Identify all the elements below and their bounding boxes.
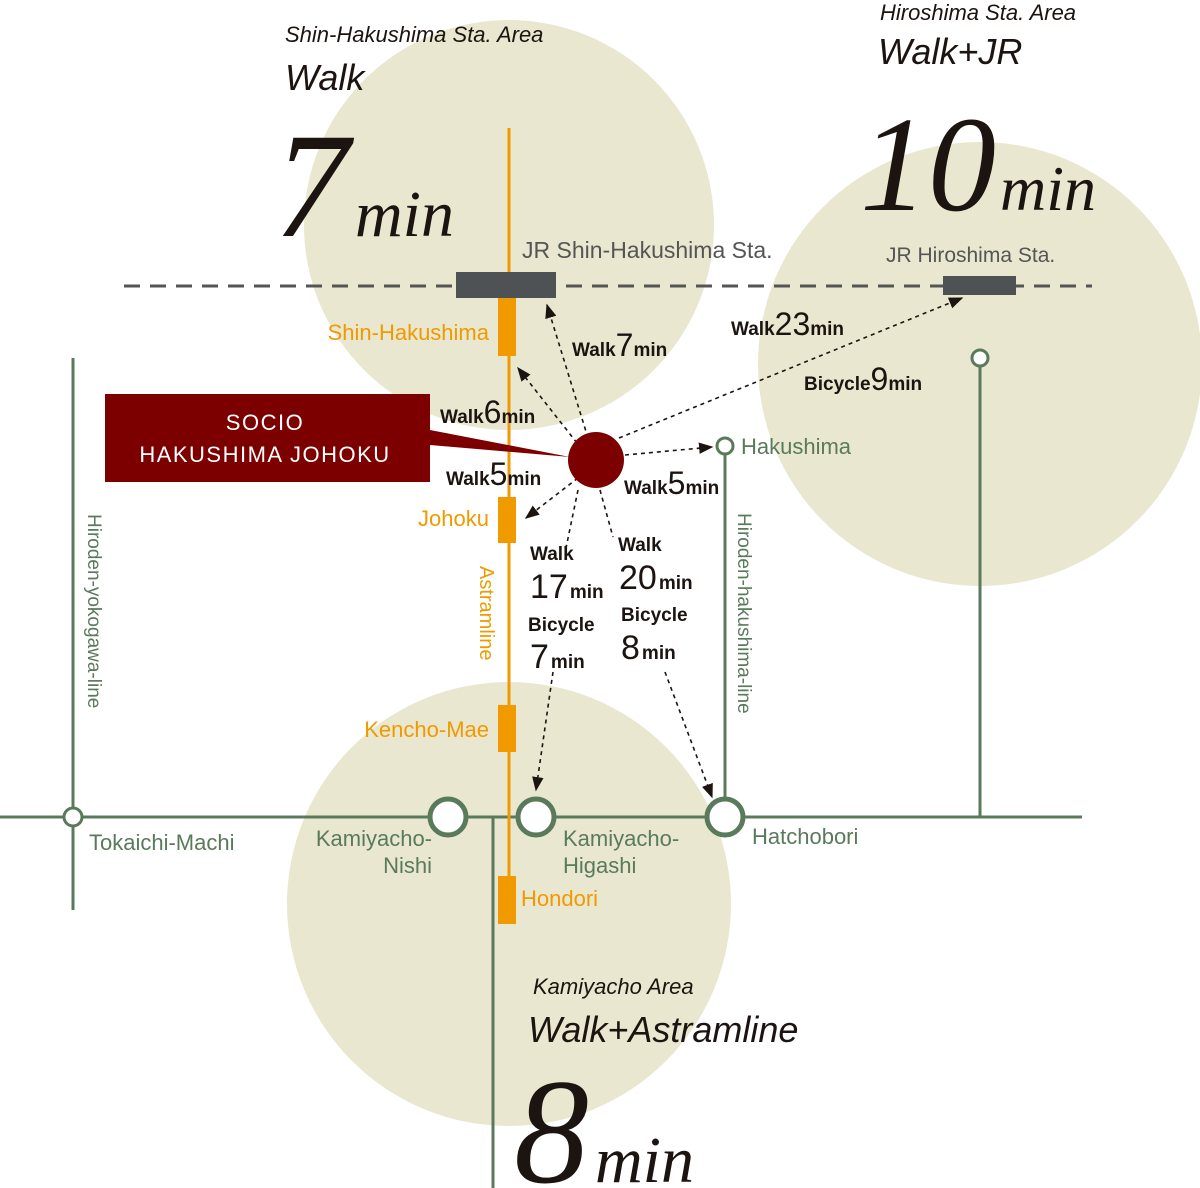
astram-station-shin-hakushima[interactable] [498, 298, 516, 356]
astram-label-shin-hakushima: Shin-Hakushima [328, 320, 490, 345]
route-label-astram-shin-hakushima: Walk6min [440, 394, 535, 430]
astram-label-johoku: Johoku [418, 506, 489, 531]
kamiyacho-area-number: 8 [514, 1049, 589, 1188]
hiroden-yokogawa-line-name: Hiroden-yokogawa-line [83, 514, 104, 708]
shin-hakushima-area-time: 7min [274, 103, 454, 269]
shin-hakushima-area-mode: Walk [285, 57, 366, 98]
stop-kamiyacho-higashi[interactable] [515, 796, 557, 838]
arrow-to-jr-shin-hakushima [545, 303, 589, 439]
stop-label-hatchobori: Hatchobori [752, 824, 858, 849]
hiroshima-area-caption: Hiroshima Sta. Area [880, 0, 1076, 25]
kamiyacho-area-unit: min [595, 1124, 694, 1188]
arrow-to-kamiyacho-higashi-2 [532, 671, 554, 792]
route-label-jr-hiroshima-bike: Bicycle9min [804, 361, 922, 397]
route-label-jr-shin-hakushima: Walk7min [572, 327, 667, 363]
stop-hatchobori[interactable] [704, 796, 746, 838]
hiroshima-area-number: 10 [860, 90, 996, 240]
arrow-to-hatchobori-2 [664, 671, 713, 799]
astram-label-kencho-mae: Kencho-Mae [364, 717, 489, 742]
property-name-line1: SOCIO [226, 410, 304, 435]
astramline-name: Astramline [475, 566, 497, 660]
shin-hakushima-area-caption: Shin-Hakushima Sta. Area [285, 22, 543, 47]
route-label-hatchobori-walk-mode: Walk [618, 535, 662, 556]
stop-label-hakushima: Hakushima [741, 434, 852, 459]
kamiyacho-area-mode: Walk+Astramline [528, 1009, 798, 1050]
arrow-to-johoku [524, 477, 579, 519]
hiroshima-area-time: 10min [860, 90, 1096, 240]
stop-branch[interactable] [970, 348, 990, 368]
astram-station-johoku[interactable] [498, 497, 516, 543]
hiroshima-area-heading: Hiroshima Sta. Area Walk+JR 10min [860, 0, 1096, 240]
route-arrows [517, 297, 964, 799]
route-label-kamiyacho-higashi-walk-mode: Walk [530, 544, 574, 565]
stop-label-kamiyacho-nishi-2: Nishi [383, 853, 432, 878]
hiroden-hakushima-line-name: Hiroden-hakushima-line [733, 513, 754, 714]
shin-hakushima-area-number: 7 [274, 103, 355, 269]
property-name-line2: HAKUSHIMA JOHOKU [139, 442, 390, 467]
jr-station-shin-hakushima[interactable] [456, 272, 556, 298]
arrow-to-hakushima [624, 442, 714, 456]
astram-labels: Shin-Hakushima Johoku Kencho-Mae Hondori [328, 320, 598, 911]
astram-station-hondori[interactable] [498, 876, 516, 924]
jr-station-hiroshima[interactable] [943, 276, 1016, 295]
kamiyacho-area-caption: Kamiyacho Area [533, 974, 694, 999]
astram-label-hondori: Hondori [521, 886, 598, 911]
shin-hakushima-area-heading: Shin-Hakushima Sta. Area Walk 7min [274, 22, 543, 269]
route-label-kamiyacho-higashi-bike-mode: Bicycle [528, 615, 595, 636]
jr-shin-hakushima-label: JR Shin-Hakushima Sta. [522, 237, 773, 263]
route-label-johoku: Walk5min [446, 456, 541, 492]
hiroden-stops [62, 348, 990, 838]
jr-hiroshima-label: JR Hiroshima Sta. [886, 244, 1055, 267]
stop-label-kamiyacho-higashi-2: Higashi [563, 853, 636, 878]
stop-hakushima[interactable] [715, 436, 735, 456]
property-marker[interactable] [568, 432, 624, 488]
arrow-to-jr-hiroshima [618, 297, 964, 439]
kamiyacho-area-time: 8min [514, 1049, 694, 1188]
kamiyacho-area-heading: Kamiyacho Area Walk+Astramline 8min [514, 974, 798, 1188]
stop-label-kamiyacho-higashi-1: Kamiyacho- [563, 826, 679, 851]
astram-station-kencho-mae[interactable] [498, 705, 516, 752]
property-callout[interactable] [105, 394, 570, 482]
stop-label-tokaichi-machi: Tokaichi-Machi [89, 830, 235, 855]
shin-hakushima-area-unit: min [355, 178, 454, 251]
arrow-to-kamiyacho-higashi-1 [565, 489, 579, 549]
hiroden-stop-labels: Tokaichi-Machi Kamiyacho- Nishi Kamiyach… [89, 434, 858, 878]
stop-label-kamiyacho-nishi-1: Kamiyacho- [316, 826, 432, 851]
stop-tokaichi-machi[interactable] [62, 806, 84, 828]
route-label-hakushima: Walk5min [624, 465, 719, 501]
stop-kamiyacho-nishi[interactable] [427, 796, 469, 838]
arrow-to-hatchobori-1 [599, 489, 614, 538]
route-label-hatchobori-bike-mode: Bicycle [621, 605, 688, 626]
route-label-jr-hiroshima-walk: Walk23min [731, 306, 844, 342]
route-labels: Walk7min Walk6min Walk5min Walk5min Walk… [440, 306, 922, 676]
hiroshima-area-unit: min [1000, 153, 1096, 224]
hiroshima-area-mode: Walk+JR [878, 31, 1022, 72]
